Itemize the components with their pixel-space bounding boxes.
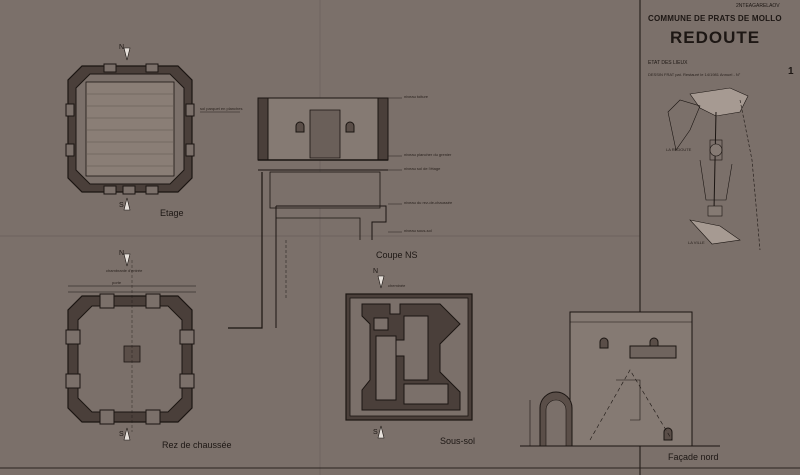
map-label-redoute: LA REDOUTE — [666, 147, 692, 152]
section-coupe — [228, 97, 402, 329]
south-marker: S — [373, 429, 378, 436]
north-marker: N — [119, 250, 125, 257]
north-marker: N — [373, 268, 379, 275]
north-marker: N — [119, 44, 125, 51]
map-label-ville: LA VILLE — [688, 240, 705, 245]
south-marker: S — [119, 431, 124, 438]
label-facade-nord: Façade nord — [668, 452, 719, 462]
annotation-sous-sol: cheminée — [388, 283, 406, 288]
annotation-rez: chambranle d'entrée — [106, 268, 143, 273]
plan-sous-sol — [345, 293, 473, 421]
plan-rez — [65, 260, 196, 432]
sheet-number: 1 — [788, 66, 794, 77]
label-coupe-ns: Coupe NS — [376, 250, 418, 260]
label-sous-sol: Sous-sol — [440, 436, 476, 446]
drawing-title: REDOUTE — [670, 28, 761, 47]
annotation-etage: sol parquet en planches — [200, 106, 243, 111]
annotation-coupe: niveau sol de l'étage — [404, 166, 441, 171]
plan-etage — [65, 63, 195, 195]
orientation-markers — [123, 47, 385, 441]
annotation-coupe: niveau sous-sol — [404, 228, 432, 233]
drawing-note: DESSIN FRAT pat. Restauré le 14/1981 Ann… — [648, 72, 741, 77]
label-etage: Etage — [160, 208, 184, 218]
south-marker: S — [119, 202, 124, 209]
annotation-coupe: niveau plancher du grenier — [404, 152, 452, 157]
drawing-subtitle: ETAT DES LIEUX — [648, 60, 688, 66]
annotation-coupe: niveau toiture — [404, 94, 429, 99]
elevation-facade-nord — [520, 311, 720, 447]
annotation-rez: porte — [112, 280, 122, 285]
label-rez-de-chaussee: Rez de chaussée — [162, 440, 232, 450]
drawing-reference: 2NTEAGARELAOV — [736, 3, 780, 9]
title-block: 2NTEAGARELAOV COMMUNE DE PRATS DE MOLLO … — [640, 0, 800, 475]
location-map — [667, 87, 761, 251]
commune-name: COMMUNE DE PRATS DE MOLLO — [648, 14, 782, 23]
annotation-coupe: niveau du rez-de-chaussée — [404, 200, 453, 205]
